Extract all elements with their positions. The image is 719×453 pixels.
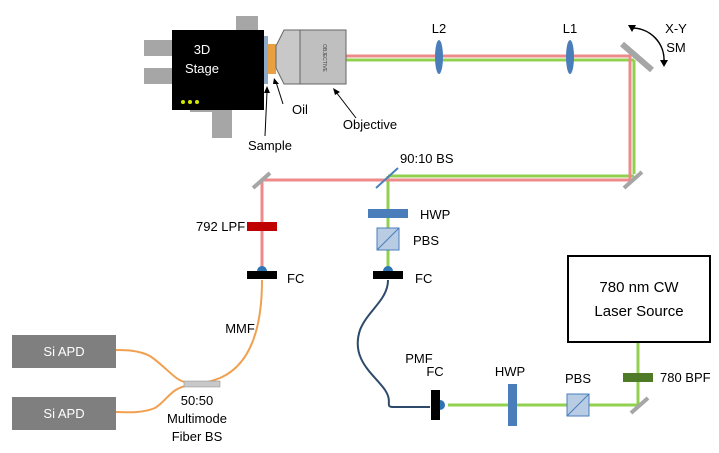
fiber-bs-5050: [183, 380, 221, 388]
3d-stage: [172, 30, 264, 110]
laser-source: [567, 255, 711, 343]
lens-l2: [435, 40, 443, 74]
fiber-coupler-left: [247, 271, 277, 279]
green-beam-path: [343, 58, 640, 407]
fiber-bs-label-line2: Multimode: [167, 411, 227, 426]
sample-slide: [264, 36, 268, 84]
scan-mirror-label-line2: SM: [666, 40, 686, 55]
fiber-to-apd-top: [115, 349, 191, 384]
laser-label-line1: 780 nm CW: [599, 279, 679, 296]
objective-label: Objective: [343, 117, 397, 132]
sample-pointer: [264, 91, 268, 137]
beamsplitter-9010: [375, 167, 399, 189]
si-apd-top: [12, 335, 116, 368]
hwp-bottom-label: HWP: [495, 364, 525, 379]
fiber-bs-label-line3: Fiber BS: [172, 429, 223, 444]
mirror-laser: [629, 396, 650, 415]
microscope-stage-assembly: 3D Stage OBJECTIVE: [144, 16, 347, 138]
xy-scan-mirror: X-Y SM: [620, 21, 687, 73]
laser-label-line2: Laser Source: [594, 303, 683, 320]
hwp-bottom: [508, 384, 517, 426]
lens-l1: [566, 40, 574, 74]
bs-9010-label: 90:10 BS: [400, 151, 454, 166]
fiber-coupler-mid: [373, 271, 403, 279]
pbs-bottom-label: PBS: [565, 371, 591, 386]
si-apd-bottom: [12, 397, 116, 430]
fiber-coupler-bottom: [431, 390, 440, 420]
objective-engraving: OBJECTIVE: [321, 44, 327, 72]
apd-top-label: Si APD: [43, 344, 84, 359]
scan-mirror-label-line1: X-Y: [665, 21, 687, 36]
stage-label-line1: 3D: [194, 42, 211, 57]
hwp-top: [368, 209, 408, 218]
fiber-to-apd-bottom: [115, 384, 191, 414]
mirror-lower-right: [622, 170, 644, 190]
mmf-label: MMF: [225, 321, 255, 336]
fc-mid-label: FC: [415, 271, 432, 286]
lpf-792: [247, 222, 277, 231]
apd-bottom-label: Si APD: [43, 406, 84, 421]
oil-pointer: [275, 81, 284, 105]
pbs-top-label: PBS: [413, 233, 439, 248]
hwp-top-label: HWP: [420, 207, 450, 222]
fc-left-label: FC: [287, 271, 304, 286]
fiber-bs-label-line1: 50:50: [181, 393, 214, 408]
objective-body: [299, 29, 347, 85]
stage-label-line2: Stage: [185, 61, 219, 76]
lens-l2-label: L2: [432, 21, 446, 36]
polarization-maintaining-fiber: [356, 279, 430, 408]
bpf-780: [623, 373, 653, 382]
mirror-left: [251, 171, 272, 190]
objective-pointer: [335, 91, 357, 119]
sample-label: Sample: [248, 138, 292, 153]
oil-layer: [268, 44, 276, 74]
fc-bottom-label: FC: [426, 364, 443, 379]
pmf-label: PMF: [405, 351, 433, 366]
oil-label: Oil: [292, 102, 308, 117]
bpf-label: 780 BPF: [660, 370, 711, 385]
lpf-label: 792 LPF: [196, 219, 245, 234]
rotation-arrow-icon: [631, 27, 665, 63]
lens-l1-label: L1: [563, 21, 577, 36]
